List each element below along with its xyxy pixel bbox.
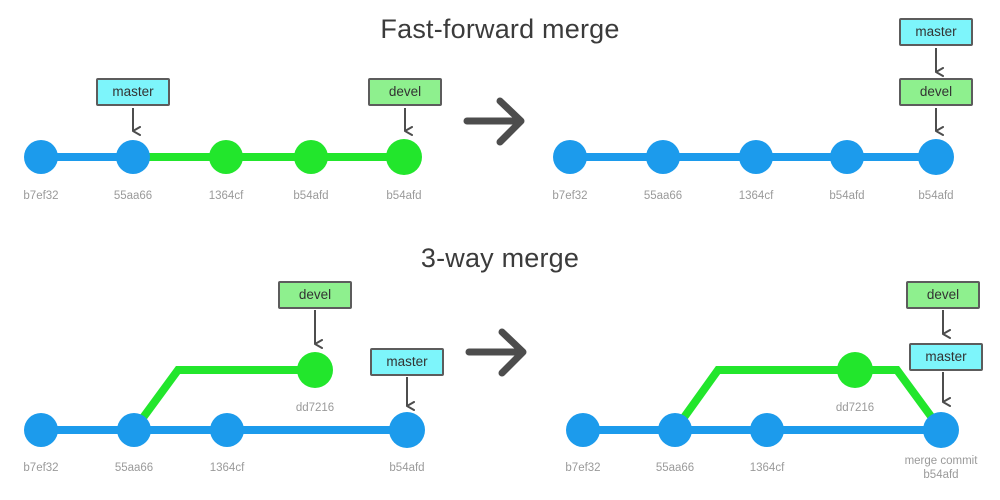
commit-node[interactable]	[117, 413, 151, 447]
commit-node[interactable]	[566, 413, 600, 447]
commit-node[interactable]	[553, 140, 587, 174]
commit-hash-label: b54afd	[829, 190, 865, 202]
page-title-fast-forward-merge: Fast-forward merge	[380, 14, 620, 44]
branch-label-devel[interactable]: devel	[906, 281, 980, 309]
page-title-three-way-merge: 3-way merge	[420, 243, 580, 273]
merge-commit-hash-label: merge commit b54afd	[905, 454, 978, 482]
commit-node[interactable]	[386, 139, 422, 175]
commit-node[interactable]	[830, 140, 864, 174]
merge-commit-caption: merge commit	[904, 455, 978, 467]
commit-hash-label: 55aa66	[643, 190, 683, 202]
commit-hash-label: dd7216	[295, 402, 335, 414]
commit-hash-label: b54afd	[918, 190, 954, 202]
commit-node[interactable]	[24, 413, 58, 447]
commit-hash-label: 55aa66	[655, 462, 695, 474]
commit-hash-label: b7ef32	[23, 462, 59, 474]
commit-hash-label: 55aa66	[114, 462, 154, 474]
branch-label-master[interactable]: master	[909, 343, 983, 371]
commit-node[interactable]	[210, 413, 244, 447]
transition-arrow-bottom	[465, 328, 527, 377]
merge-commit-hash: b54afd	[923, 469, 959, 481]
commit-hash-label: dd7216	[835, 402, 875, 414]
commit-hash-label: 1364cf	[749, 462, 785, 474]
commit-node[interactable]	[24, 140, 58, 174]
commit-hash-label: b54afd	[386, 190, 422, 202]
commit-hash-label: 55aa66	[113, 190, 153, 202]
branch-label-master[interactable]: master	[899, 18, 973, 46]
commit-node[interactable]	[294, 140, 328, 174]
commit-hash-label: 1364cf	[738, 190, 774, 202]
commit-hash-label: b7ef32	[565, 462, 601, 474]
commit-node[interactable]	[918, 139, 954, 175]
commit-hash-label: b7ef32	[23, 190, 59, 202]
branch-label-devel[interactable]: devel	[278, 281, 352, 309]
commit-node[interactable]	[739, 140, 773, 174]
branch-label-devel[interactable]: devel	[899, 78, 973, 106]
commit-node[interactable]	[646, 140, 680, 174]
commit-hash-label: b54afd	[389, 462, 425, 474]
commit-hash-label: b7ef32	[552, 190, 588, 202]
merge-commit-node[interactable]	[923, 412, 959, 448]
branch-label-master[interactable]: master	[370, 348, 444, 376]
commit-hash-label: 1364cf	[208, 190, 244, 202]
commit-node[interactable]	[389, 412, 425, 448]
commit-hash-label: 1364cf	[209, 462, 245, 474]
branch-label-master[interactable]: master	[96, 78, 170, 106]
transition-arrow-top	[463, 97, 525, 146]
commit-node[interactable]	[297, 352, 333, 388]
commit-hash-label: b54afd	[293, 190, 329, 202]
branch-pointer-arrows	[132, 48, 951, 411]
commit-node[interactable]	[116, 140, 150, 174]
commit-node[interactable]	[658, 413, 692, 447]
branch-label-devel[interactable]: devel	[368, 78, 442, 106]
commit-node[interactable]	[750, 413, 784, 447]
commit-node[interactable]	[837, 352, 873, 388]
commit-node[interactable]	[209, 140, 243, 174]
